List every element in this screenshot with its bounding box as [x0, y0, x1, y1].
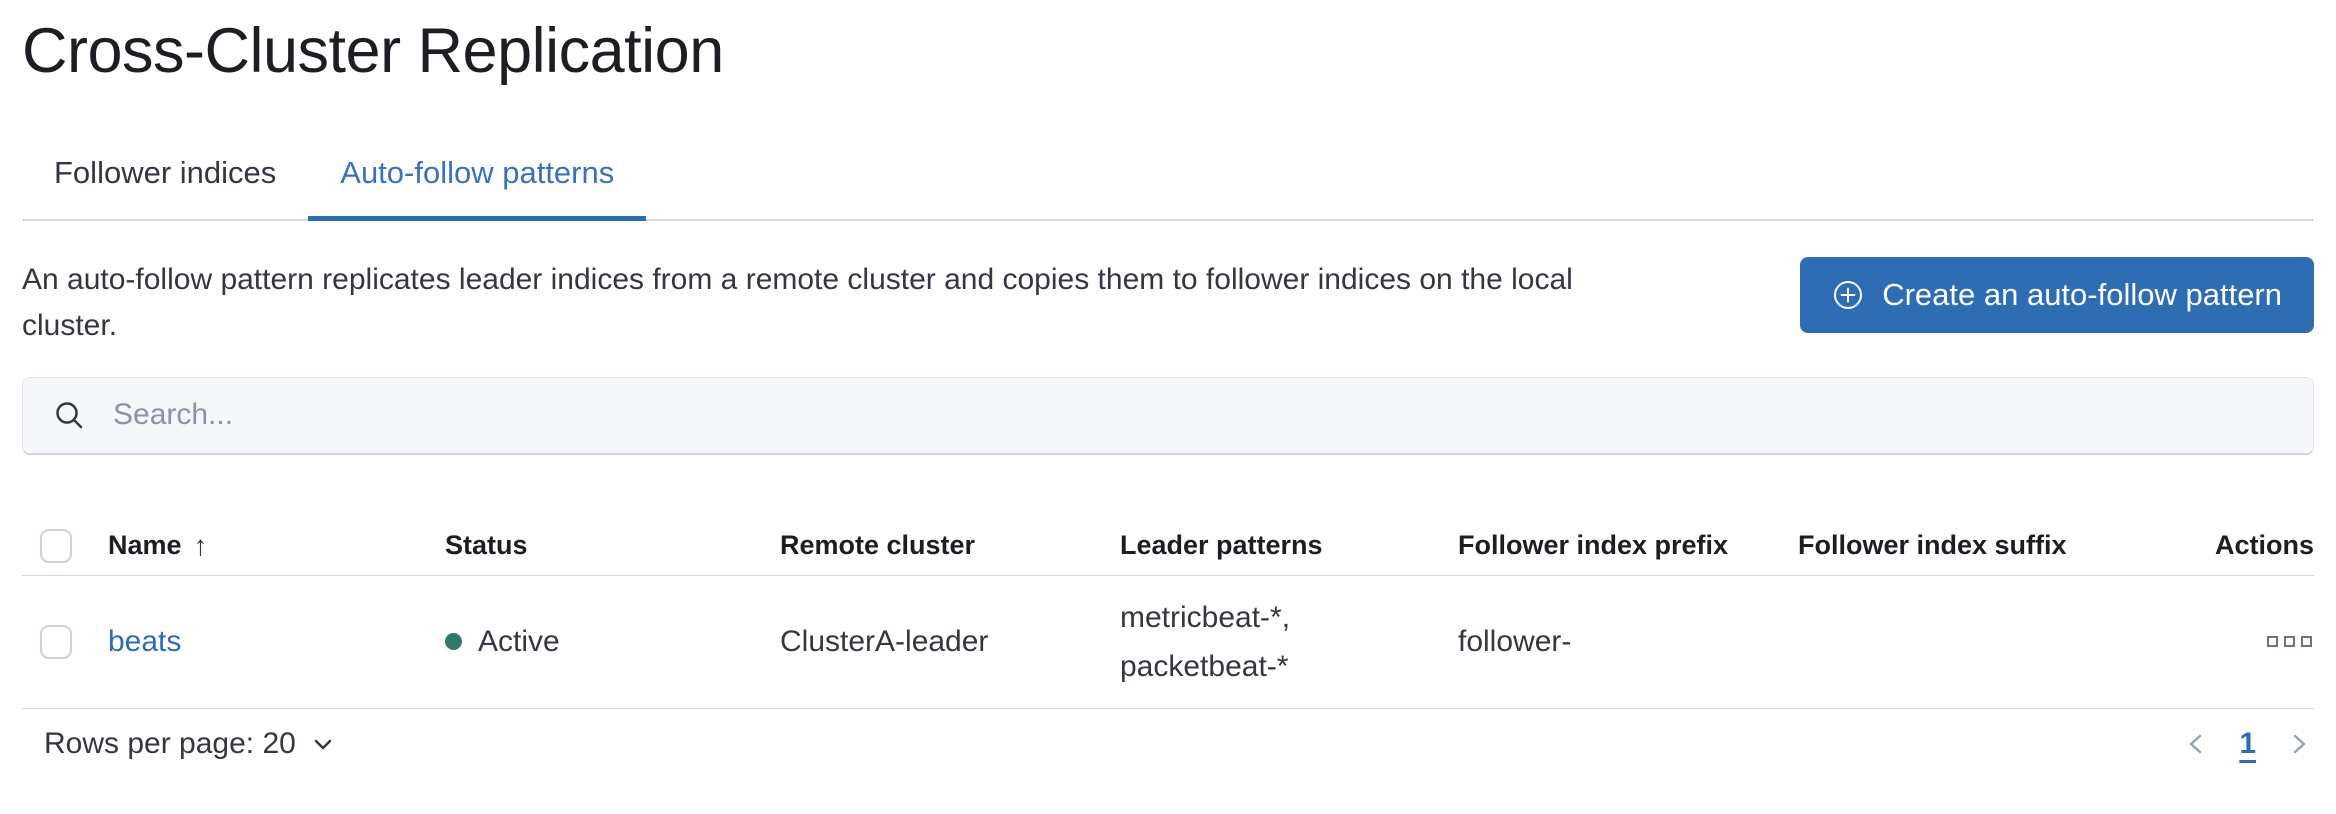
column-header-name[interactable]: Name ↑ — [108, 530, 445, 562]
search-input[interactable] — [111, 397, 2283, 434]
chevron-left-icon — [2181, 729, 2211, 759]
boxes-horizontal-icon — [2267, 636, 2312, 648]
actions-cell — [2265, 630, 2314, 653]
pagination: 1 — [2181, 727, 2314, 761]
select-all-checkbox[interactable] — [40, 528, 72, 563]
intro-section: An auto-follow pattern replicates leader… — [22, 256, 2314, 349]
page-number-1[interactable]: 1 — [2239, 726, 2256, 760]
row-select-cell — [22, 624, 108, 659]
chevron-right-icon — [2284, 729, 2314, 759]
status-label: Active — [478, 624, 560, 658]
tab-bar: Follower indices Auto-follow patterns — [22, 124, 2314, 221]
remote-cluster-cell: ClusterA-leader — [780, 624, 989, 658]
cross-cluster-replication-page: Cross-Cluster Replication Follower indic… — [0, 14, 2336, 761]
plus-in-circle-icon — [1832, 279, 1864, 311]
row-actions-button[interactable] — [2265, 630, 2314, 653]
table-row: beats Active ClusterA-leader metricbeat-… — [22, 576, 2314, 709]
chevron-down-icon — [310, 731, 336, 757]
previous-page-button[interactable] — [2181, 729, 2211, 759]
table-footer: Rows per page: 20 1 — [22, 727, 2314, 761]
page-title: Cross-Cluster Replication — [22, 16, 724, 86]
leader-pattern-line: metricbeat-*, — [1120, 600, 1291, 634]
column-header-follower-index-prefix: Follower index prefix — [1458, 530, 1729, 561]
leader-pattern-line: packetbeat-* — [1120, 649, 1289, 683]
column-header-actions: Actions — [2214, 530, 2314, 561]
sort-arrow-up-icon: ↑ — [193, 529, 208, 561]
row-select-checkbox[interactable] — [40, 624, 72, 659]
status-active-dot-icon — [445, 633, 462, 651]
create-auto-follow-pattern-button[interactable]: Create an auto-follow pattern — [1800, 256, 2314, 333]
create-button-label: Create an auto-follow pattern — [1882, 276, 2282, 312]
column-header-remote-cluster: Remote cluster — [780, 530, 976, 561]
follower-index-prefix-cell: follower- — [1458, 624, 1572, 658]
status-cell: Active — [445, 625, 780, 659]
pattern-name-link[interactable]: beats — [108, 624, 182, 658]
select-all-cell — [22, 528, 108, 563]
auto-follow-patterns-table: Name ↑ Status Remote cluster Leader patt… — [22, 517, 2314, 709]
column-header-name-label: Name — [108, 530, 182, 561]
tab-follower-indices[interactable]: Follower indices — [54, 154, 277, 190]
page-description: An auto-follow pattern replicates leader… — [22, 262, 1573, 342]
rows-per-page-label: Rows per page: 20 — [44, 726, 296, 760]
tab-auto-follow-patterns[interactable]: Auto-follow patterns — [308, 124, 647, 221]
rows-per-page-button[interactable]: Rows per page: 20 — [44, 727, 336, 761]
column-header-follower-index-suffix: Follower index suffix — [1798, 530, 2067, 561]
column-header-status: Status — [445, 530, 528, 561]
name-cell: beats — [108, 625, 445, 659]
leader-patterns-cell: metricbeat-*, packetbeat-* — [1120, 593, 1458, 691]
next-page-button[interactable] — [2284, 729, 2314, 759]
search-icon — [53, 399, 85, 431]
search-bar — [22, 376, 2314, 455]
column-header-leader-patterns: Leader patterns — [1120, 530, 1323, 561]
table-header-row: Name ↑ Status Remote cluster Leader patt… — [22, 517, 2314, 576]
